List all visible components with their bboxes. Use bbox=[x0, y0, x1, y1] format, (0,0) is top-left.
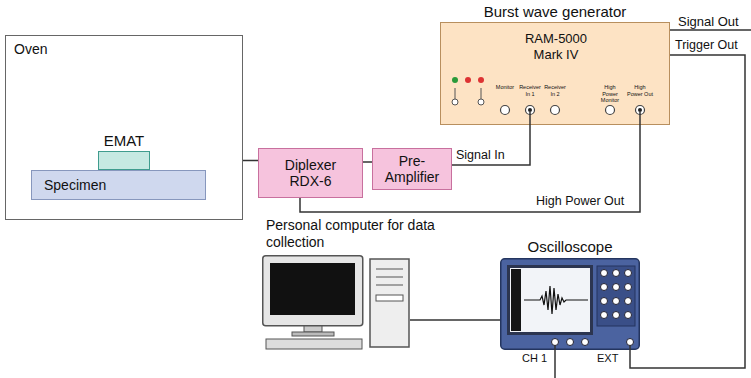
oscilloscope: Oscilloscope bbox=[500, 258, 640, 350]
channel-label: EXT bbox=[597, 352, 618, 364]
preamplifier-box: Pre- Amplifier bbox=[372, 148, 452, 190]
computer: Personal computer for data collection bbox=[262, 255, 410, 350]
node-label: Pre- Amplifier bbox=[379, 153, 445, 185]
port-label: High Power Out bbox=[627, 84, 653, 97]
ch1-wire bbox=[554, 350, 556, 378]
specimen-band: Specimen bbox=[31, 170, 206, 200]
connector bbox=[410, 319, 500, 321]
oscilloscope-body bbox=[500, 258, 640, 350]
connector-label: Trigger Out bbox=[674, 38, 739, 53]
diplexer-box: Diplexer RDX-6 bbox=[258, 148, 363, 198]
node-label: Oscilloscope bbox=[480, 238, 660, 255]
node-label: Oven bbox=[14, 41, 47, 57]
node-text: RAM-5000 Mark IV bbox=[516, 31, 596, 63]
port-label: High Power Monitor bbox=[597, 84, 623, 104]
node-label: Diplexer RDX-6 bbox=[271, 157, 351, 189]
connector-label: Signal In bbox=[455, 148, 506, 163]
node-label: Specimen bbox=[32, 177, 106, 193]
node-label: Burst wave generator bbox=[441, 3, 669, 20]
connector-label: High Power Out bbox=[535, 194, 625, 209]
connector bbox=[363, 161, 372, 163]
port-label: Receiver In 1 bbox=[518, 84, 542, 97]
generator-box: Burst wave generatorRAM-5000 Mark IV bbox=[440, 22, 670, 125]
channel-label: CH 1 bbox=[522, 352, 547, 364]
signal-name: Signal Out bbox=[678, 14, 739, 29]
signal-out-wire bbox=[670, 29, 751, 31]
node-label: EMAT bbox=[79, 132, 169, 149]
emat-box: EMAT bbox=[98, 151, 150, 170]
computer-illustration bbox=[262, 255, 410, 350]
oven-box: OvenEMAT Specimen bbox=[5, 35, 243, 220]
connector bbox=[452, 125, 530, 165]
node-label: Personal computer for data collection bbox=[266, 217, 436, 251]
port-label: Receiver In 2 bbox=[543, 84, 567, 97]
port-label: Monitor bbox=[493, 84, 517, 91]
